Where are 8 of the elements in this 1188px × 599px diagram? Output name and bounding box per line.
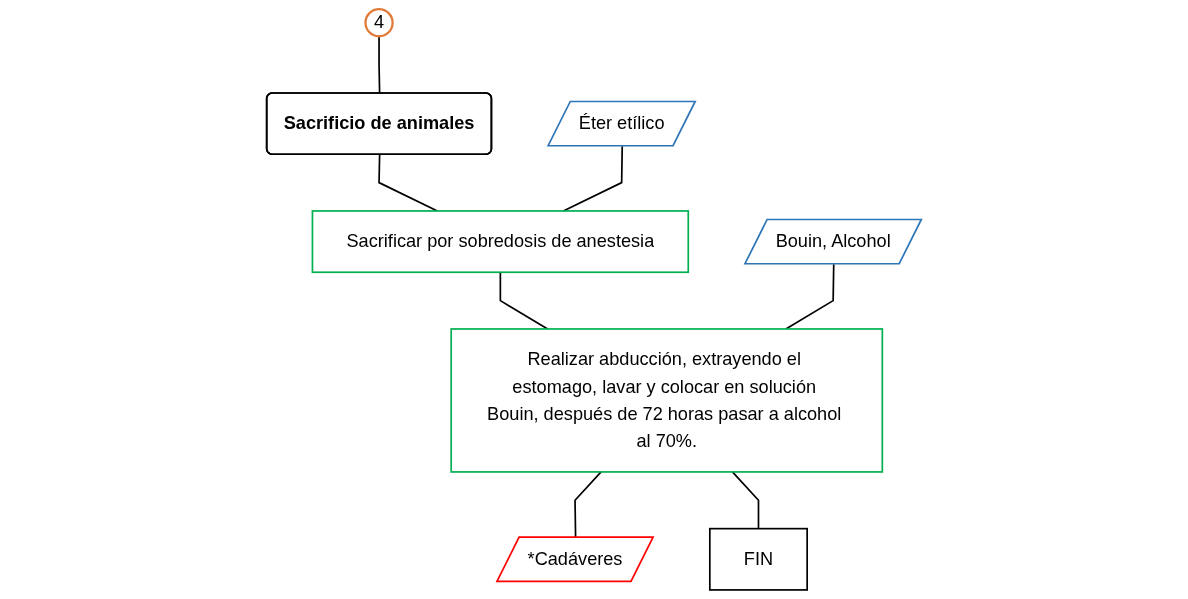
- connector: [785, 263, 835, 330]
- connector: [499, 271, 549, 330]
- node-circle: 4: [364, 8, 394, 38]
- node-box: Realizar abducción, extrayendo el estomago, lavar y colocar en solución Bouin, después de 72 horas pasar a alcohol al 70%.: [450, 328, 884, 473]
- node-box: FIN: [708, 527, 808, 591]
- node-box: Sacrificar por sobredosis de anestesia: [311, 210, 690, 274]
- connector: [731, 471, 760, 530]
- connector: [562, 145, 624, 212]
